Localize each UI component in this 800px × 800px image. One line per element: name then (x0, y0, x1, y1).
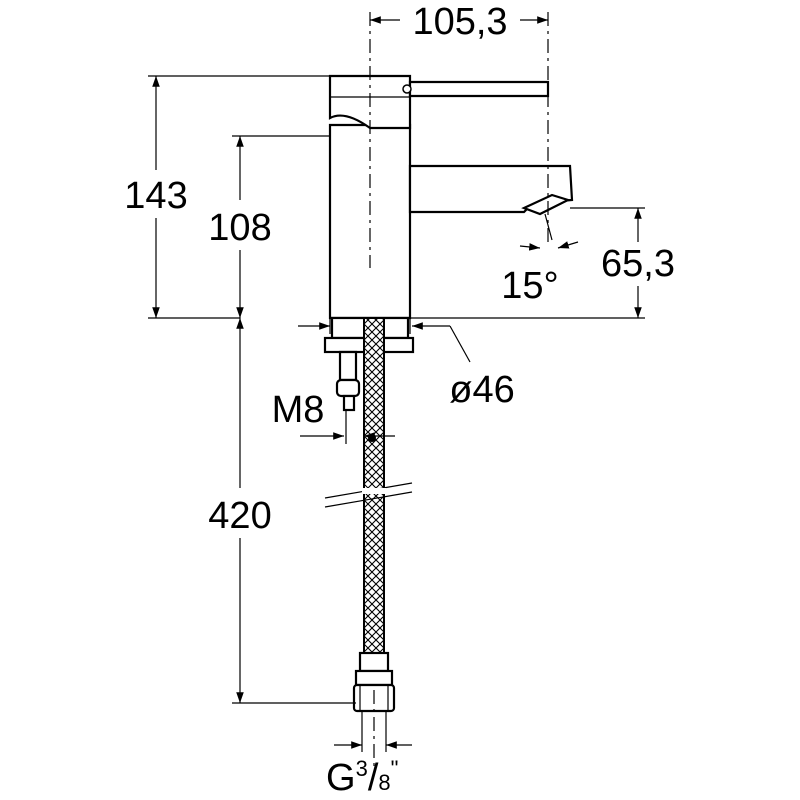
label-total-height: 143 (124, 175, 187, 217)
label-stud-thread: M8 (272, 389, 325, 431)
base-fixing (323, 316, 415, 412)
label-spout-reach: 105,3 (412, 1, 507, 43)
break-gap (362, 488, 386, 494)
label-outlet-height: 65,3 (601, 243, 675, 285)
handle-lever (408, 80, 550, 98)
connection-numerator: 3 (356, 756, 368, 781)
lever-pivot (402, 84, 412, 94)
label-outlet-angle: 15° (501, 265, 558, 307)
dim-connection-thread: G3/8" (326, 711, 412, 799)
stud-nut (335, 378, 361, 398)
dim-hose-length: 420 (208, 318, 356, 704)
label-hose-length: 420 (208, 495, 271, 537)
label-spout-height: 108 (208, 207, 271, 249)
hose-braid (363, 317, 385, 654)
connection-denominator: 8 (378, 770, 390, 795)
connection-unit: " (391, 756, 399, 781)
hose-marker (368, 434, 376, 442)
label-connection-thread: G3/8" (326, 756, 398, 799)
connector-collar (354, 669, 394, 687)
faucet-body (328, 74, 574, 320)
dim-outlet-height: 65,3 (410, 207, 675, 319)
dim-outlet-angle: 15° (501, 213, 579, 307)
dim-total-height: 143 (124, 75, 330, 319)
dim-stud-thread: M8 (272, 389, 395, 444)
dim-base-diameter: ø46 (298, 318, 515, 411)
stud-shaft (338, 350, 358, 382)
aerator (521, 193, 571, 216)
connection-prefix: G (326, 757, 356, 799)
hose-ferrule (358, 651, 390, 673)
connection-separator: / (368, 757, 379, 799)
dim-spout-reach: 105,3 (370, 1, 548, 43)
label-base-diameter: ø46 (449, 369, 514, 411)
dim-spout-height: 108 (208, 135, 330, 318)
stud-tip (342, 394, 356, 412)
break-line-2 (324, 491, 413, 508)
flexible-hose (324, 317, 413, 713)
